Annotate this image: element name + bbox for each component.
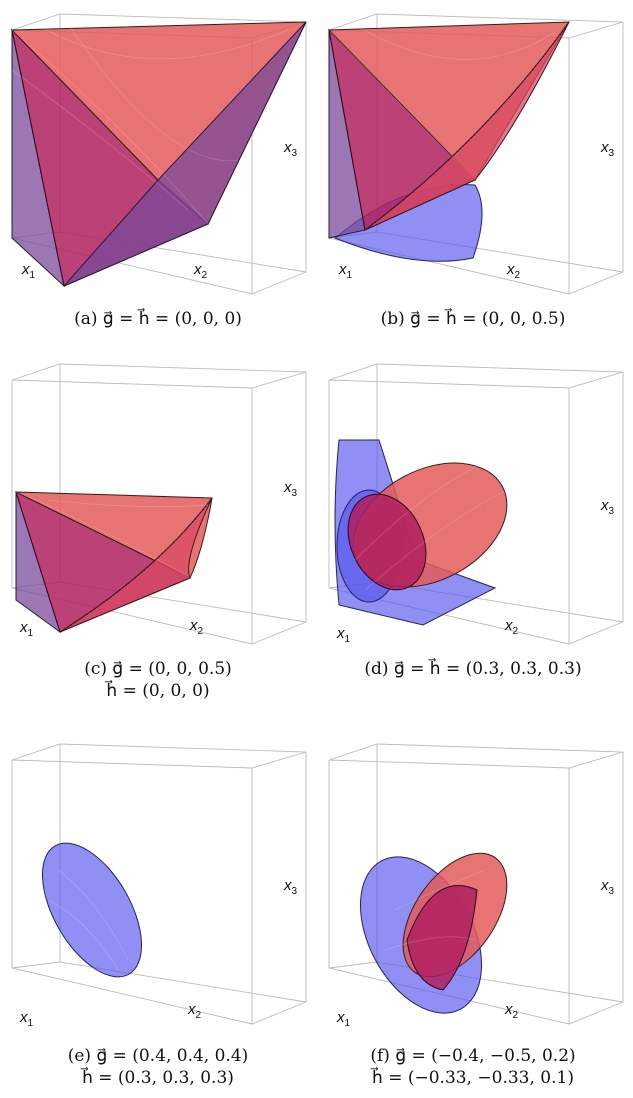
caption-e: (e) g⃗ = (0.4, 0.4, 0.4) h⃗ = (0.3, 0.3,…: [3, 1045, 313, 1089]
panel-e: x1 x2 x3: [8, 740, 308, 1040]
x1-axis-label: x1: [22, 261, 36, 281]
caption-c-line2: h⃗ = (0, 0, 0): [106, 681, 210, 701]
caption-d-line1: (d) g⃗ = h⃗ = (0.3, 0.3, 0.3): [364, 659, 582, 679]
x2-axis-label: x2: [505, 617, 519, 637]
x1-axis-label: x1: [20, 619, 34, 639]
caption-c-line1: (c) g⃗ = (0, 0, 0.5): [84, 659, 232, 679]
caption-f: (f) g⃗ = (−0.4, −0.5, 0.2) h⃗ = (−0.33, …: [318, 1045, 628, 1089]
bounding-box: [11, 743, 307, 1025]
caption-a-line1: (a) g⃗ = h⃗ = (0, 0, 0): [74, 309, 242, 329]
panel-e-plot: [11, 743, 307, 1025]
intersection-region: [406, 885, 478, 991]
x1-axis-label: x1: [339, 261, 353, 281]
bottom-face: [63, 21, 307, 287]
caption-a: (a) g⃗ = h⃗ = (0, 0, 0): [3, 308, 313, 330]
boundary-curve: [59, 497, 213, 633]
curved-face: [59, 497, 213, 633]
caption-d: (d) g⃗ = h⃗ = (0.3, 0.3, 0.3): [318, 658, 628, 680]
x3-axis-label: x3: [284, 479, 298, 499]
x3-axis-label: x3: [284, 877, 298, 897]
mesh-lines: [47, 869, 129, 971]
x1-axis-label: x1: [20, 1009, 34, 1029]
intersection-region: [347, 493, 427, 591]
mesh-lines: [15, 491, 209, 579]
caption-c: (c) g⃗ = (0, 0, 0.5) h⃗ = (0, 0, 0): [3, 658, 313, 702]
mesh-lines: [328, 24, 556, 181]
panel-c-plot: [11, 363, 307, 645]
panel-b-plot: [327, 13, 624, 295]
caption-f-line2: h⃗ = (−0.33, −0.33, 0.1): [372, 1068, 574, 1088]
x1-axis-label: x1: [337, 1009, 351, 1029]
x3-axis-label: x3: [601, 139, 615, 159]
x2-axis-label: x2: [505, 1001, 519, 1021]
panel-d-plot: [328, 363, 624, 645]
caption-b: (b) g⃗ = h⃗ = (0, 0, 0.5): [318, 308, 628, 330]
x2-axis-label: x2: [188, 1001, 202, 1021]
x2-axis-label: x2: [190, 617, 204, 637]
mesh-lines: [384, 869, 486, 951]
x3-axis-label: x3: [601, 497, 615, 517]
x2-axis-label: x2: [507, 261, 521, 281]
panel-a: x1 x2 x3: [8, 10, 308, 310]
x3-axis-label: x3: [601, 877, 615, 897]
panel-f-plot: [328, 743, 624, 1025]
panel-f: x1 x2 x3: [325, 740, 625, 1040]
mesh-lines: [11, 23, 289, 225]
mesh-lines: [354, 455, 512, 591]
panel-c: x1 x2 x3: [8, 360, 308, 660]
caption-f-line1: (f) g⃗ = (−0.4, −0.5, 0.2): [370, 1046, 576, 1066]
x1-axis-label: x1: [337, 625, 351, 645]
panel-a-plot: [10, 13, 307, 295]
caption-e-line2: h⃗ = (0.3, 0.3, 0.3): [82, 1068, 234, 1088]
caption-e-line1: (e) g⃗ = (0.4, 0.4, 0.4): [67, 1046, 249, 1066]
panel-d: x1 x2 x3: [325, 360, 625, 660]
x3-axis-label: x3: [284, 139, 298, 159]
panel-b: x1 x2 x3: [325, 10, 625, 310]
caption-b-line1: (b) g⃗ = h⃗ = (0, 0, 0.5): [380, 309, 566, 329]
x2-axis-label: x2: [194, 261, 208, 281]
blue-ellipsoid: [41, 842, 143, 978]
